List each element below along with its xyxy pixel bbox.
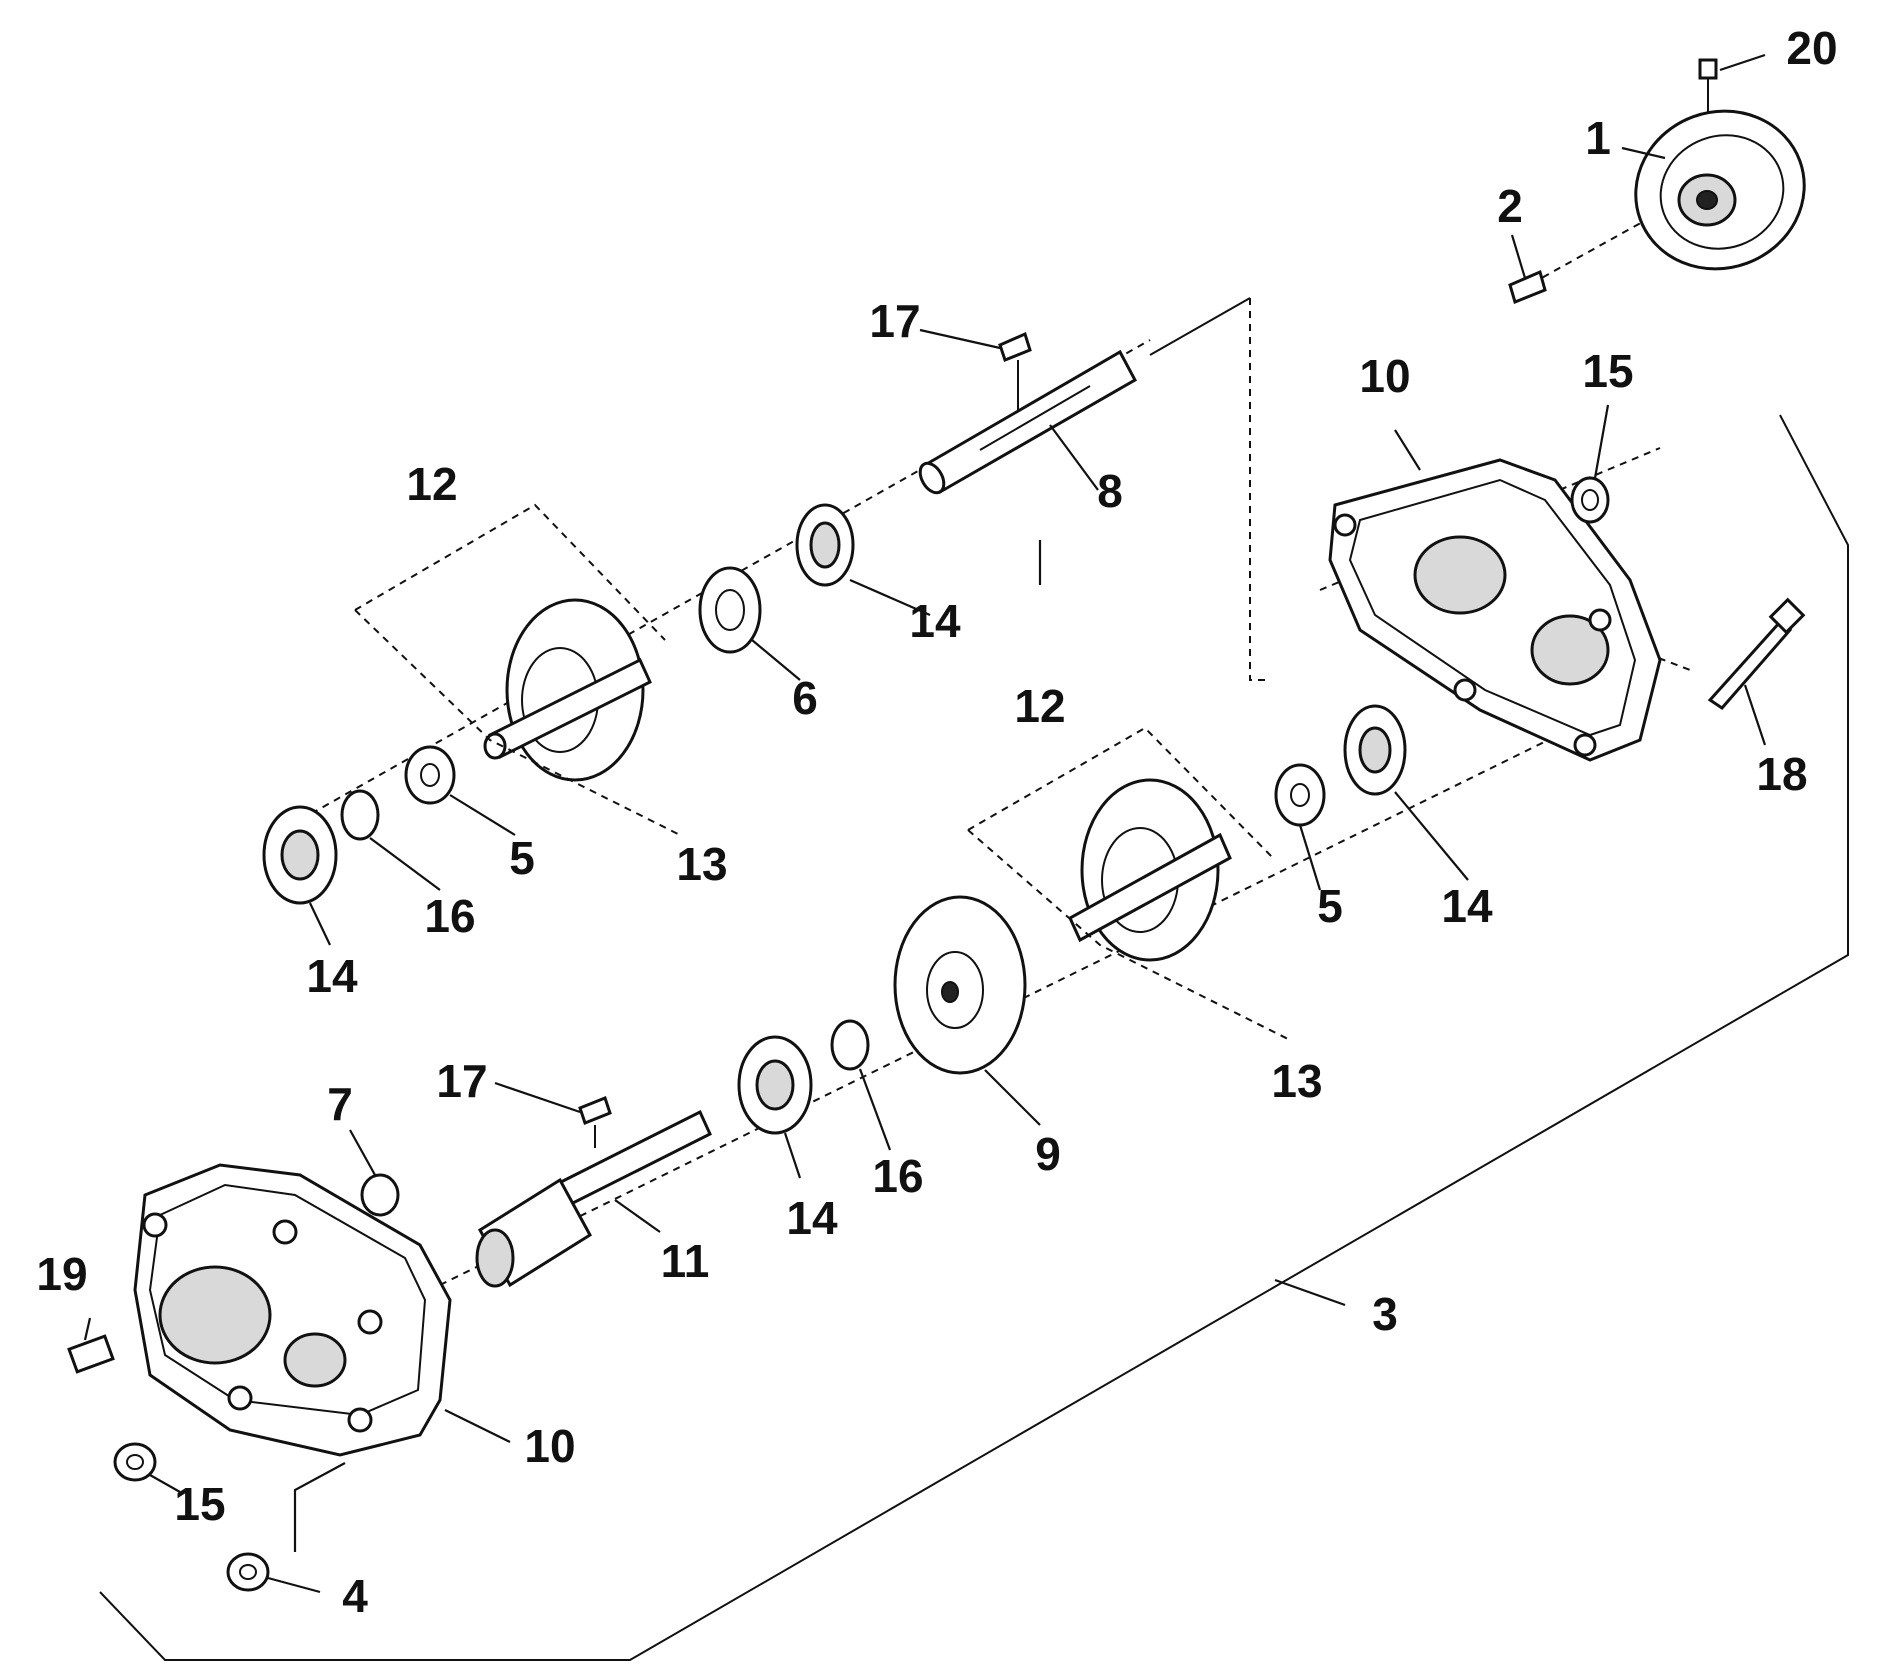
callout-13-upper: 13: [676, 838, 727, 890]
callout-8: 8: [1097, 465, 1123, 517]
pulley-part: [1634, 109, 1806, 271]
callout-3: 3: [1372, 1288, 1398, 1340]
key-part-17-lower: [578, 1096, 612, 1148]
key-part-2: [1508, 269, 1547, 305]
washer-part-5-upper: [404, 745, 456, 805]
callout-16-upper: 16: [424, 890, 475, 942]
callout-14-a: 14: [909, 595, 961, 647]
bearing-part-14-a: [795, 503, 855, 587]
callout-9: 9: [1035, 1128, 1061, 1180]
seal-part-15-upper: [1570, 476, 1610, 524]
shaft-part-11: [475, 1109, 712, 1288]
callout-5-upper: 5: [509, 832, 535, 884]
housing-lower: [133, 1163, 452, 1457]
callout-18: 18: [1756, 748, 1807, 800]
callout-17-lower: 17: [436, 1055, 487, 1107]
housing-upper: [1328, 458, 1662, 762]
bolt-part-18: [1707, 597, 1806, 710]
dowel-part-7: [360, 1173, 400, 1217]
gear-cluster-lower: [1068, 778, 1232, 962]
shaft-part-8: [918, 349, 1138, 495]
callout-15-lower: 15: [174, 1478, 225, 1530]
callout-13-lower: 13: [1271, 1055, 1322, 1107]
callout-10-upper: 10: [1359, 350, 1410, 402]
group-bracket-12-upper: [354, 503, 681, 836]
set-screw-part: [1698, 58, 1718, 112]
callout-14-d: 14: [786, 1192, 838, 1244]
callout-12-lower: 12: [1014, 680, 1065, 732]
assembly-bracket: [99, 297, 1849, 1661]
bearing-part-14-d: [737, 1035, 813, 1135]
callout-14-b: 14: [306, 950, 358, 1002]
gear-part-9: [893, 895, 1027, 1075]
callout-19: 19: [36, 1248, 87, 1300]
bearing-part-14-b: [262, 805, 338, 905]
callout-labels: 20 1 2 17 10 15 8 12 14 6 12 18 5 13 16 …: [36, 22, 1837, 1622]
callout-7: 7: [327, 1078, 353, 1130]
gear-part-6: [698, 566, 762, 654]
callout-17-upper: 17: [869, 295, 920, 347]
seal-part-15-lower: [113, 1442, 157, 1482]
group-bracket-12-lower: [967, 726, 1291, 1041]
callout-4: 4: [342, 1570, 368, 1622]
leader-lines: [83, 53, 1767, 1594]
washer-part-5-lower: [1274, 763, 1326, 827]
callout-15-upper: 15: [1582, 345, 1633, 397]
callout-20-upper: 20: [1786, 22, 1837, 74]
callout-2: 2: [1497, 180, 1523, 232]
bearing-part-14-c: [1343, 704, 1407, 796]
callout-5-lower: 5: [1317, 880, 1343, 932]
retainer-part-16-upper: [340, 789, 380, 841]
callout-16-lower: 16: [872, 1150, 923, 1202]
plug-part-19: [67, 1334, 115, 1374]
callout-14-c: 14: [1441, 880, 1493, 932]
callout-11: 11: [661, 1235, 710, 1287]
retainer-part-16-lower: [830, 1019, 870, 1071]
callout-12-upper: 12: [406, 458, 457, 510]
callout-10-lower: 10: [524, 1420, 575, 1472]
callout-6: 6: [792, 672, 818, 724]
callout-1: 1: [1585, 112, 1611, 164]
nut-part-4: [226, 1552, 270, 1592]
key-part-17-upper: [998, 331, 1032, 410]
gear-cluster-upper: [483, 598, 652, 782]
